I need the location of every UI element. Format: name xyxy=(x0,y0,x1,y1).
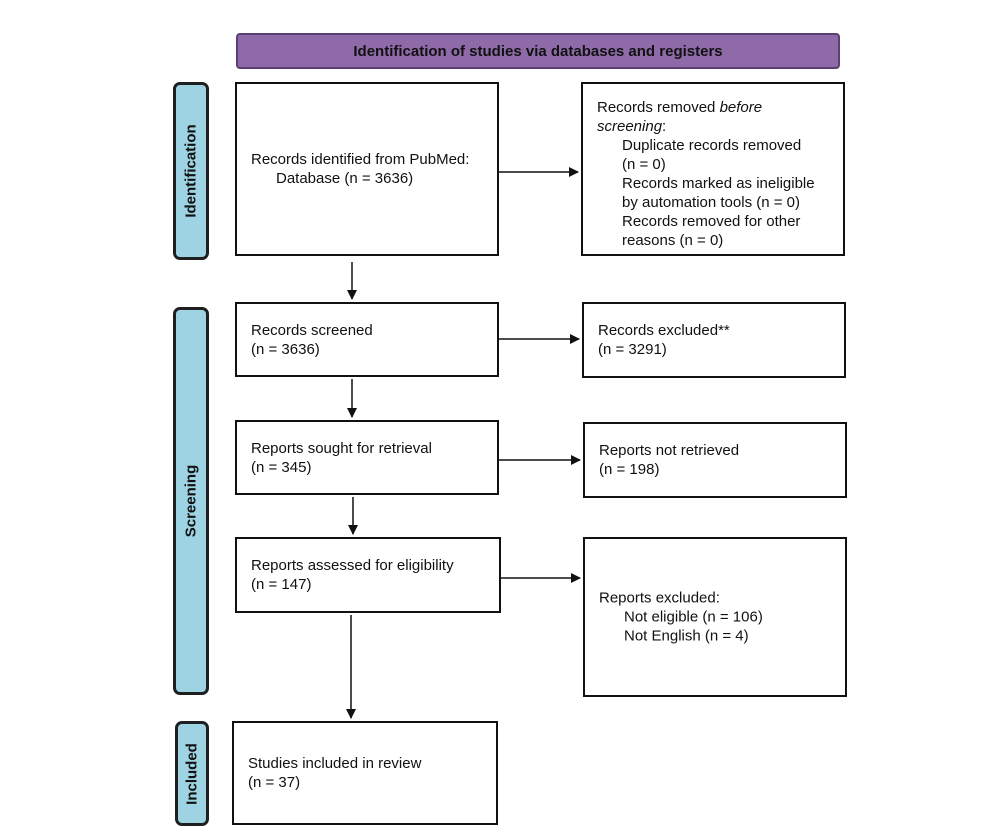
records-excluded-label: Records excluded** xyxy=(598,322,730,339)
phase-identification: Identification xyxy=(173,82,209,260)
not-english-count: Not English (n = 4) xyxy=(624,627,749,645)
ineligible-records-label: Records marked as ineligible xyxy=(622,175,815,192)
reports-not-retrieved-count: (n = 198) xyxy=(599,461,660,478)
duplicate-records-count: (n = 0) xyxy=(622,156,666,173)
records-identified-count: Database (n = 3636) xyxy=(276,170,414,187)
other-removed-count: reasons (n = 0) xyxy=(622,232,724,249)
reports-not-retrieved-label: Reports not retrieved xyxy=(599,442,740,459)
reports-assessed-label: Reports assessed for eligibility xyxy=(251,557,454,574)
reports-sought-box: Reports sought for retrieval (n = 345) xyxy=(235,420,499,495)
duplicate-records-label: Duplicate records removed xyxy=(622,137,802,154)
reports-sought-count: (n = 345) xyxy=(251,458,312,476)
records-removed-box: Records removed before screening: Duplic… xyxy=(581,82,845,256)
studies-included-label: Studies included in review xyxy=(248,755,422,772)
studies-included-count: (n = 37) xyxy=(248,774,301,791)
records-identified-box: Records identified from PubMed: Database… xyxy=(235,82,499,256)
records-removed-title-2: screening: xyxy=(597,118,667,135)
studies-included-box: Studies included in review (n = 37) xyxy=(232,721,498,825)
phase-screening: Screening xyxy=(173,307,209,695)
records-identified-label: Records identified from PubMed: xyxy=(251,151,470,168)
records-removed-title: Records removed before xyxy=(597,99,763,116)
reports-not-retrieved-box: Reports not retrieved (n = 198) xyxy=(583,422,847,498)
other-removed-label: Records removed for other xyxy=(622,213,801,230)
reports-assessed-count: (n = 147) xyxy=(251,576,312,593)
reports-excluded-title: Reports excluded: xyxy=(599,589,720,607)
ineligible-records-count: by automation tools (n = 0) xyxy=(622,194,801,211)
records-excluded-box: Records excluded** (n = 3291) xyxy=(582,302,846,378)
records-excluded-count: (n = 3291) xyxy=(598,341,667,358)
records-screened-label: Records screened xyxy=(251,321,373,339)
records-screened-box: Records screened (n = 3636) xyxy=(235,302,499,377)
reports-excluded-box: Reports excluded: Not eligible (n = 106)… xyxy=(583,537,847,697)
not-eligible-count: Not eligible (n = 106) xyxy=(624,608,763,626)
phase-included: Included xyxy=(175,721,209,826)
diagram-header: Identification of studies via databases … xyxy=(236,33,840,69)
reports-assessed-box: Reports assessed for eligibility (n = 14… xyxy=(235,537,501,613)
records-screened-count: (n = 3636) xyxy=(251,340,320,358)
header-title: Identification of studies via databases … xyxy=(353,42,723,60)
reports-sought-label: Reports sought for retrieval xyxy=(251,439,432,457)
